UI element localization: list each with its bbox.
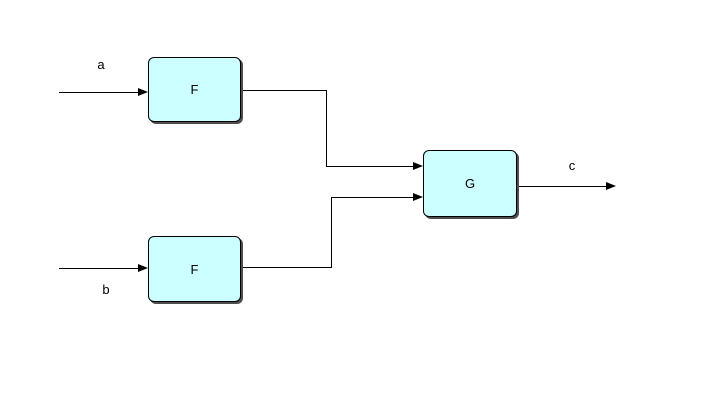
edge-fbottom-g-segment-v	[331, 197, 332, 268]
edge-fbottom-g-segment-h2	[331, 197, 413, 198]
edge-ftop-g-segment-v	[326, 90, 327, 167]
edge-label-b: b	[102, 282, 110, 297]
edge-fbottom-g-segment-h1	[239, 267, 332, 268]
node-g: G	[423, 150, 517, 217]
edge-b-line	[59, 268, 138, 269]
edge-c-arrowhead-icon	[606, 182, 616, 190]
node-f-bottom: F	[148, 236, 241, 302]
edge-ftop-g-segment-h2	[326, 166, 413, 167]
node-f-bottom-label: F	[190, 261, 199, 277]
edge-a-line	[59, 92, 138, 93]
edge-ftop-g-segment-h1	[239, 90, 327, 91]
node-g-label: G	[464, 176, 476, 191]
edge-b-arrowhead-icon	[138, 264, 148, 272]
node-f-top-label: F	[190, 82, 199, 97]
node-f-top: F	[148, 57, 241, 122]
edge-a-arrowhead-icon	[138, 88, 148, 96]
edge-c-line	[515, 186, 606, 187]
edge-ftop-g-arrowhead-icon	[413, 162, 423, 170]
edge-label-c: c	[568, 158, 576, 173]
edge-label-a: a	[97, 57, 105, 72]
edge-fbottom-g-arrowhead-icon	[413, 193, 423, 201]
